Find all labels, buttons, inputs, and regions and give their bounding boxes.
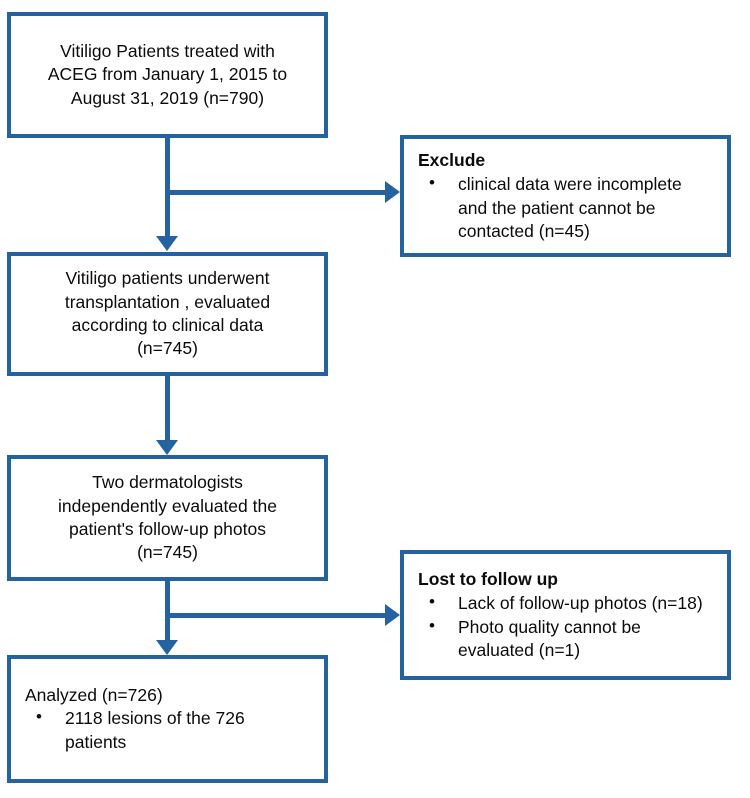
arrowhead-right-lost (385, 604, 400, 626)
node-underwent-line-4: (n=745) (137, 338, 198, 359)
node-excluded-heading: Exclude (418, 149, 486, 170)
node-evaluated-line-1: Two dermatologists (92, 472, 243, 493)
node-enrolled-line-3: August 31, 2019 (n=790) (70, 87, 265, 108)
node-excluded-bullet-list: clinical data were incomplete and the pa… (418, 172, 713, 243)
node-underwent-line-2: transplantation , evaluated (64, 291, 271, 312)
node-excluded: Exclude clinical data were incomplete an… (400, 135, 731, 257)
node-analyzed: Analyzed (n=726) 2118 lesions of the 726… (7, 655, 328, 783)
arrowhead-right-excluded (385, 181, 400, 203)
list-item: 2118 lesions of the 726 patients (25, 706, 310, 754)
arrowhead-down-evaluated (156, 440, 178, 455)
list-item: Photo quality cannot be evaluated (n=1) (418, 615, 713, 663)
list-item: clinical data were incomplete and the pa… (418, 172, 713, 243)
node-dermatologist-evaluation: Two dermatologists independently evaluat… (7, 455, 328, 581)
node-evaluated-line-2: independently evaluated the (58, 495, 277, 516)
node-lost-bullet-list: Lack of follow-up photos (n=18) Photo qu… (418, 591, 713, 663)
node-lost-heading: Lost to follow up (418, 568, 558, 589)
connector-evaluated-to-analyzed (165, 581, 170, 640)
arrowhead-down-underwent (156, 236, 178, 251)
connector-enrolled-to-underwent (165, 138, 170, 236)
node-enrolled-line-1: Vitiligo Patients treated with (60, 40, 275, 61)
node-lost-to-follow-up: Lost to follow up Lack of follow-up phot… (400, 550, 731, 680)
node-underwent-transplantation: Vitiligo patients underwent transplantat… (7, 252, 328, 376)
arrowhead-down-analyzed (156, 640, 178, 655)
node-evaluated-line-4: (n=745) (137, 542, 198, 563)
node-underwent-line-3: according to clinical data (71, 315, 264, 335)
node-analyzed-heading: Analyzed (n=726) (25, 684, 163, 705)
node-enrolled-line-2: ACEG from January 1, 2015 to (47, 64, 288, 85)
node-underwent-line-1: Vitiligo patients underwent (65, 268, 270, 289)
list-item: Lack of follow-up photos (n=18) (418, 591, 713, 615)
connector-underwent-to-evaluated (165, 376, 170, 440)
connector-branch-lost (165, 613, 385, 618)
node-enrolled-cohort: Vitiligo Patients treated with ACEG from… (7, 12, 328, 138)
node-analyzed-bullet-list: 2118 lesions of the 726 patients (25, 706, 310, 754)
connector-branch-excluded (165, 190, 385, 195)
node-evaluated-line-3: patient's follow-up photos (69, 519, 266, 539)
